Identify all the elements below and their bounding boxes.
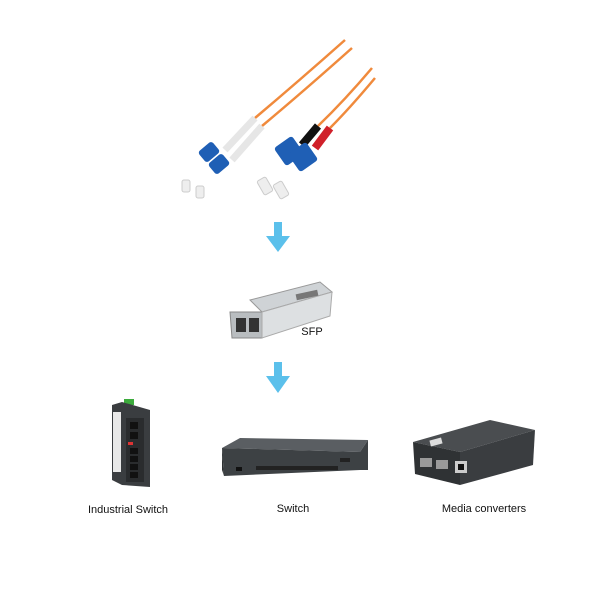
fiber-patch-cable-image — [181, 39, 376, 200]
sfp-module-image — [229, 281, 334, 339]
industrial-switch-image — [112, 399, 150, 487]
industrial-switch-label: Industrial Switch — [87, 504, 169, 516]
arrow-down-icon — [266, 222, 290, 252]
sfp-label: SFP — [301, 326, 323, 338]
media-converters-label: Media converters — [441, 503, 527, 515]
media-converter-image — [413, 420, 535, 485]
switch-label: Switch — [276, 503, 310, 515]
arrow-down-icon — [266, 362, 290, 393]
rack-switch-image — [222, 438, 368, 476]
